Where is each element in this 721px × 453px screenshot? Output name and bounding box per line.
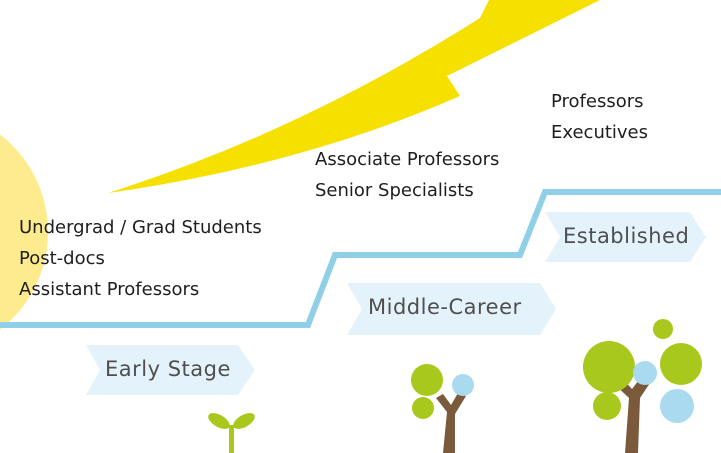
early-group-item: Assistant Professors [19,279,200,300]
established-banner [545,212,706,262]
middle-group-item: Associate Professors [315,149,500,170]
large-tree-icon [583,319,702,453]
established-group-list: Professors Executives [551,86,648,148]
early-group-item: Undergrad / Grad Students [19,217,262,238]
established-label: Established [563,224,690,248]
sprout-icon [208,413,255,453]
small-tree-icon [411,364,474,453]
sun-shape [0,134,48,330]
middle-career-label: Middle-Career [368,295,522,319]
career-path-line [0,189,721,328]
early-group-item: Post-docs [19,248,105,269]
early-stage-banner [86,345,255,395]
growth-arrow [108,0,600,193]
established-group-item: Professors [551,91,644,112]
early-stage-label: Early Stage [105,357,231,381]
middle-career-banner [347,283,556,335]
established-group-item: Executives [551,122,649,143]
middle-group-item: Senior Specialists [315,180,474,201]
middle-group-list: Associate Professors Senior Specialists [315,144,499,206]
early-group-list: Undergrad / Grad Students Post-docs Assi… [19,212,262,305]
